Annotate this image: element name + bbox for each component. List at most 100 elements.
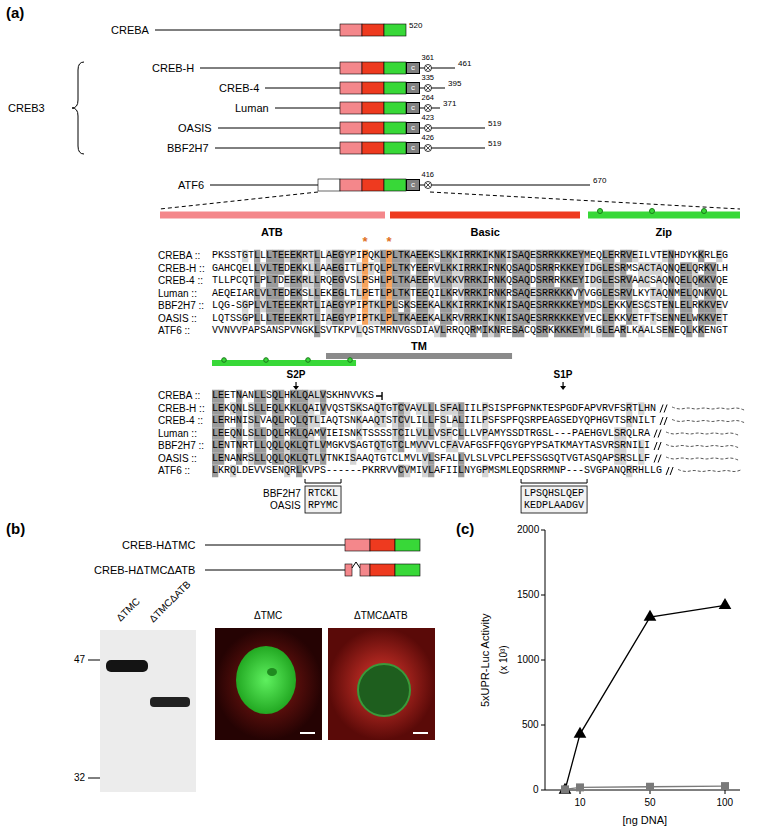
residue-number: 520: [409, 21, 422, 30]
panel-letter: (a): [6, 4, 24, 21]
sequence-name: ATF6 ::: [158, 465, 190, 477]
domain-letter: c: [411, 104, 415, 112]
sequence: GAHCQELLVLTEDEKKLLAAEGITLPTQLPLTKYEERVLK…: [212, 263, 728, 275]
tm-marker: [426, 126, 430, 130]
site-marker: *: [387, 235, 392, 250]
marker-tick: [88, 778, 100, 779]
domain-box: c: [406, 102, 420, 114]
domain-box: [384, 179, 406, 191]
axis-title: [ng DNA]: [623, 814, 668, 827]
protein-line: [210, 185, 318, 186]
domain-box: [318, 179, 340, 191]
sequence-name: CREBA ::: [158, 250, 200, 262]
panel-letter: (c): [456, 520, 474, 537]
continuation-line: [678, 470, 742, 472]
domain-box: [340, 102, 362, 114]
residue-number: 519: [488, 139, 501, 148]
domain-box: [345, 564, 352, 576]
sequence: KEDPLAADGV: [524, 500, 584, 512]
protein-line: [432, 128, 486, 129]
heptad-dot: [650, 209, 655, 214]
protein-name: CREBA: [111, 24, 149, 37]
family-brace: [72, 62, 84, 154]
protein-line: [432, 148, 486, 149]
data-marker: [721, 782, 729, 790]
domain-box: [370, 539, 395, 551]
tick-mark: [541, 660, 545, 661]
protein-line: [215, 148, 340, 149]
tm-marker: [426, 183, 430, 187]
zoom-line: [160, 192, 318, 209]
sequence: RTCKL: [308, 488, 338, 500]
domain-box: [362, 102, 384, 114]
domain-bar: [212, 360, 356, 366]
domain-box: [395, 539, 420, 551]
axis-unit: (x 10³): [497, 645, 509, 674]
tm-marker: [425, 145, 432, 152]
protein-name: Luman: [235, 102, 269, 115]
tick-label: 500: [522, 719, 539, 731]
data-marker: [561, 785, 569, 793]
tm-marker: [425, 105, 432, 112]
axis-title: 5xUPR-Luc Activity: [479, 613, 492, 707]
domain-box: [384, 82, 406, 94]
tm-marker: [425, 125, 432, 132]
domain-box: [384, 142, 406, 154]
x-axis: [545, 790, 740, 791]
insert-bracket: [305, 479, 341, 483]
domain-box: [362, 179, 384, 191]
tick-mark: [541, 530, 545, 531]
protein-line: [200, 68, 340, 69]
domain-letter: c: [411, 64, 415, 72]
domain-label: TM: [411, 340, 427, 353]
domain-box: [395, 564, 420, 576]
cleavage-arrow: [562, 382, 563, 386]
domain-box: [360, 564, 370, 576]
construct-name: CREB-HΔTMCΔATB: [94, 564, 195, 577]
data-line: [565, 786, 725, 789]
sequence-name: CREB-4 ::: [158, 275, 203, 287]
data-marker: [644, 610, 657, 621]
domain-box: [340, 24, 362, 36]
break-mark: [660, 417, 667, 425]
break-mark: [666, 467, 673, 475]
sequence: AEQEIARLVLTEDEKSLLEKEGLTLPETLPLTKTEEQILK…: [212, 288, 728, 300]
domain-maps: [155, 24, 590, 191]
micrograph: [328, 628, 435, 740]
protein-line: [275, 108, 340, 109]
protein-line: [420, 128, 425, 129]
domain-bar: [588, 212, 740, 219]
residue-number: 519: [488, 119, 501, 128]
tick-label: 10: [575, 797, 586, 809]
sequence-name: Luman ::: [158, 288, 197, 300]
tick-label: 0: [533, 784, 539, 796]
cleavage-site: S2P: [287, 369, 306, 381]
domain-label: ATB: [261, 226, 283, 239]
residue-number: 335: [422, 74, 435, 83]
protein-name: OASIS: [178, 122, 212, 135]
data-line: [565, 605, 725, 790]
family-name: CREB3: [8, 102, 45, 115]
sequence: RPYMC: [308, 500, 338, 512]
sequence: LQTSSGPLLLTEEEKRTLIAEGYPIPTKLPLTKAEEKALK…: [212, 313, 728, 325]
domain-box: [370, 564, 395, 576]
sequence-name: CREB-H ::: [158, 403, 205, 415]
sequence: LEETNANLLSQLHKLQALVSKHNVVKS: [212, 390, 374, 402]
sequence: LENANRSLLQQLQKLQTLVTNKISAAQTGTCLMVLVLSFA…: [212, 453, 650, 465]
residue-number: 416: [422, 171, 435, 180]
domain-box: [362, 62, 384, 74]
heptad-dot: [348, 358, 353, 363]
tick-mark: [541, 595, 545, 596]
deletion-mark: [352, 562, 360, 568]
sequence: LENTNRTLLQQLQKLQTLVMGKVSAGTQTGTCLMVVVLCF…: [212, 440, 650, 452]
continuation-line: [666, 432, 738, 435]
protein-line: [155, 30, 340, 31]
nucleus: [358, 664, 410, 716]
sequence: LKRQLDEVVSENQRLKVPS------PKRRVVCVMIVLAFI…: [212, 465, 662, 477]
sequence: LQG-SGPLVLTEEEKRTLIAEGYPIPTKLPLSKSEEKALK…: [212, 300, 728, 312]
domain-label: Zip: [656, 226, 673, 239]
residue-number: 426: [422, 134, 435, 143]
domain-box: [340, 122, 362, 134]
residue-number: 670: [593, 176, 606, 185]
